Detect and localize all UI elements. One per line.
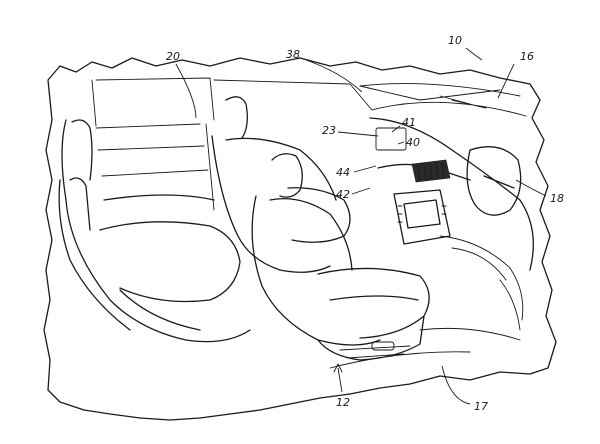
label-12: 12 <box>336 396 350 409</box>
leader-41 <box>391 125 401 133</box>
cabin-outline <box>43 57 557 421</box>
label-20: 20 <box>166 50 180 63</box>
rear-seat-back <box>95 123 215 211</box>
leader-10 <box>465 47 483 61</box>
roof-lines <box>91 77 501 127</box>
label-23: 23 <box>322 124 336 137</box>
leader-18 <box>515 179 547 197</box>
floor-lines <box>329 327 521 369</box>
label-41: 41 <box>402 116 416 129</box>
console-buttons <box>397 205 447 223</box>
dashboard <box>369 117 534 271</box>
steering-wheel <box>466 146 522 216</box>
label-17: 17 <box>474 400 488 413</box>
leader-16 <box>497 63 515 99</box>
leader-12 <box>337 367 343 393</box>
leader-44 <box>353 165 377 173</box>
seat-track <box>339 345 411 359</box>
arrow-12 <box>333 363 343 373</box>
label-16: 16 <box>520 50 534 63</box>
label-40: 40 <box>406 136 420 149</box>
leader-20 <box>175 63 197 119</box>
leader-38 <box>305 59 363 93</box>
label-18: 18 <box>550 192 564 205</box>
label-42: 42 <box>336 188 350 201</box>
leader-40 <box>397 141 405 145</box>
label-38: 38 <box>286 48 300 61</box>
label-44: 44 <box>336 166 350 179</box>
leader-42 <box>351 187 371 195</box>
leader-23 <box>337 131 379 137</box>
middle-seat <box>211 96 351 273</box>
seat-adjust-switch <box>371 341 395 351</box>
label-10: 10 <box>448 34 462 47</box>
right-dash-panel <box>439 235 524 331</box>
front-seat <box>251 153 430 361</box>
vent-slats <box>417 161 445 181</box>
leader-17 <box>441 365 471 405</box>
windshield <box>359 83 527 117</box>
rear-bench-seat <box>58 119 251 343</box>
display-screen <box>375 127 407 151</box>
